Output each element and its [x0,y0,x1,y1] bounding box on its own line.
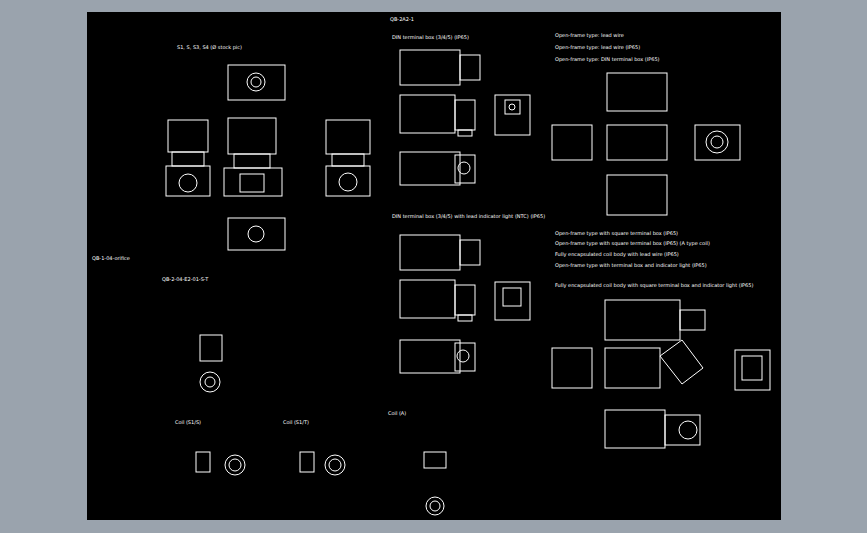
drawing-rect [552,125,592,160]
drawing-note: Coil (S1/S) [175,419,201,425]
drawing-rect [455,100,475,130]
drawing-rect [228,118,276,154]
drawing-rect [168,120,208,152]
drawing-rect [400,280,455,318]
drawing-g [400,235,530,373]
drawing-note: DIN terminal box (3/4/5) with lead indic… [392,213,545,219]
drawing-note: Fully encapsulated coil body with square… [555,282,753,288]
drawing-circle [679,421,697,439]
drawing-g [552,73,770,448]
drawing-circle [430,501,440,511]
drawing-rect [400,95,455,133]
drawing-circle [339,173,357,191]
drawing-rect [87,12,781,520]
drawing-rect [400,340,460,373]
drawing-note: Open-frame type with terminal box and in… [555,262,707,268]
drawing-circle [509,104,515,110]
drawing-rect [400,50,460,85]
drawing-rect [680,310,705,330]
drawing-rect [460,240,480,265]
drawing-rect [228,65,285,100]
drawing-circle [200,372,220,392]
drawing-rect [455,285,475,315]
drawing-note: Open-frame type with square terminal box… [555,240,710,246]
drawing-note: Coil (S1/T) [283,419,309,425]
drawing-circle [179,174,197,192]
drawing-rect [495,95,530,135]
drawing-rect [234,154,270,168]
drawing-rect [505,100,520,114]
drawing-note: QB-2-04-E2-01-S-T [162,276,208,282]
drawing-rect [735,350,770,390]
drawing-circle [329,459,341,471]
drawing-rect [455,155,475,183]
drawing-rect [503,288,521,306]
drawing-path [660,340,703,384]
drawing-note: Coil (A) [388,410,406,416]
drawing-rect [196,452,210,472]
drawing-note: QB-2A2-1 [390,16,414,22]
drawing-rect [695,125,740,160]
drawing-g [196,335,446,515]
drawing-note: QB-1-04-orifice [92,255,130,261]
drawing-circle [711,136,723,148]
drawing-circle [457,350,469,362]
drawing-note: DIN terminal box (3/4/5) (IP65) [392,34,469,40]
drawing-rect [224,168,282,196]
drawing-note: Open-frame type with square terminal box… [555,230,678,236]
drawing-rect [458,130,472,136]
drawing-rect [172,152,204,166]
drawing-rect [332,154,364,166]
drawing-rect [607,175,667,215]
drawing-g [400,50,530,185]
drawing-circle [247,73,265,91]
drawing-rect [424,452,446,468]
drawing-note: Open-frame type: DIN terminal box (IP65) [555,56,660,62]
drawing-rect [742,356,762,380]
drawing-rect [607,125,667,160]
drawing-rect [400,235,460,270]
drawing-note: Fully encapsulated coil body with lead w… [555,251,679,257]
drawing-circle [706,131,728,153]
drawing-rect [400,152,460,185]
drawing-g [166,65,370,250]
drawing-circle [458,162,470,174]
drawing-rect [665,415,700,445]
drawing-note: Open-frame type: lead wire (IP65) [555,44,640,50]
drawing-rect [460,55,480,80]
drawing-rect [200,335,222,361]
drawing-rect [552,348,592,388]
drawing-rect [228,218,285,250]
drawing-rect [326,166,370,196]
drawing-rect [166,166,210,196]
drawing-note: S1, S, S3, S4 (Ø stock pic) [177,44,242,50]
drawing-rect [605,348,660,388]
drawing-rect [607,73,667,111]
drawing-circle [248,226,264,242]
drawing-rect [240,174,264,192]
drawing-circle [251,77,261,87]
drawing-circle [325,455,345,475]
drawing-rect [495,282,530,320]
drawing-rect [458,315,472,321]
drawing-rect [300,452,314,472]
drawing-circle [205,377,215,387]
drawing-circle [426,497,444,515]
drawing-rect [605,300,680,340]
drawing-rect [605,410,665,448]
drawing-note: Open-frame type: lead wire [555,32,624,38]
drawing-circle [225,455,245,475]
drawing-rect [455,343,475,371]
drawing-rect [326,120,370,154]
drawing-circle [229,459,241,471]
